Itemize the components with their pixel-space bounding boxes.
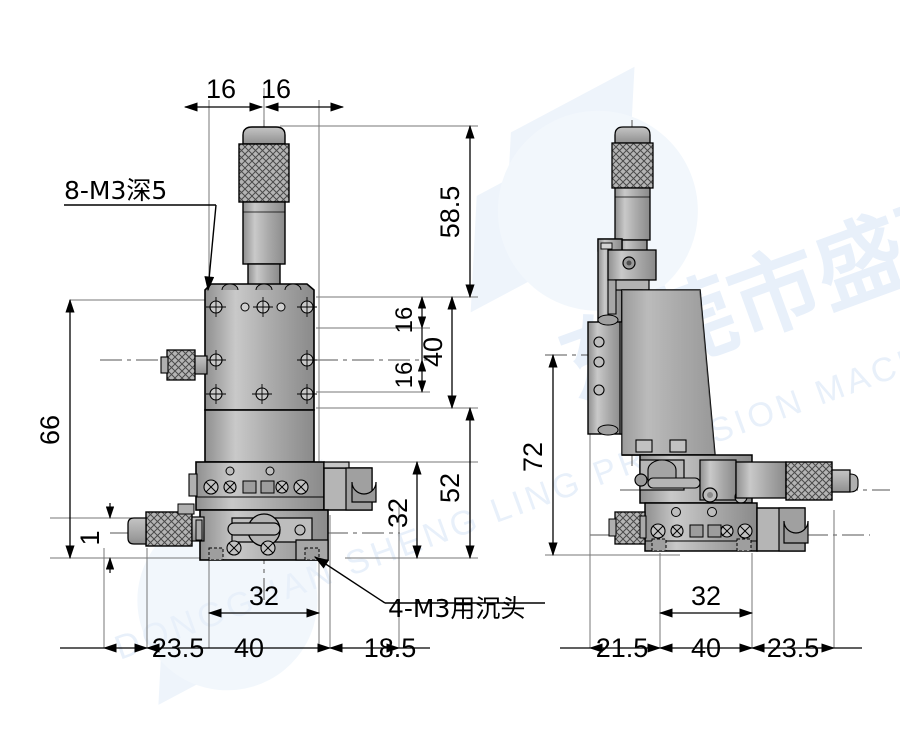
side-angle-bracket [621,289,716,456]
dim-bottom-row: 23.5 40 18.5 [60,633,430,663]
dim-58-5: 58.5 [435,124,475,299]
dim-top-16-16: 16 16 [183,74,345,112]
dim-585-text: 58.5 [435,186,465,239]
dim-16-inner-a: 16 [391,307,418,334]
m3-hole-pattern [206,297,317,404]
dim-66: 66 [35,298,75,560]
front-view: 8-M3深5 4-M3用沉头 16 16 58.5 16 1 [35,74,545,663]
dim-1: 1 [75,503,115,573]
side-view: 72 32 21.5 40 23.5 [518,120,890,663]
left-bottom-micrometer [127,503,205,547]
dim-40-bottom-text: 40 [234,633,264,663]
dim-32-right: 32 [383,460,422,560]
dim-215-text: 21.5 [596,633,649,663]
dim-side-235-text: 23.5 [767,633,820,663]
dim-side-32: 32 [658,581,754,618]
dim-32-right-text: 32 [383,498,413,528]
front-bottom-stage [127,503,329,561]
left-side-knob-upper [160,349,208,381]
leader-text-8m3: 8-M3深5 [64,176,167,205]
dim-185-text: 18.5 [364,633,417,663]
dim-16-16-inner: 16 16 [391,295,427,394]
side-middle-stage [634,454,859,504]
dim-40-right-text: 40 [418,337,448,367]
leader-top-thread: 8-M3深5 [64,176,217,292]
screw-row-upper [196,479,324,498]
dim-235-text: 23.5 [152,633,205,663]
front-upper-plate [204,283,317,417]
dim-16-right: 16 [261,74,291,104]
dim-16-inner-b: 16 [391,362,418,389]
dim-40-right: 40 [418,295,457,410]
dim-side-bottom-row: 21.5 40 23.5 [560,633,862,663]
front-middle-stage [188,461,377,511]
leader-bottom-counterbore: 4-M3用沉头 [313,556,545,623]
dim-52: 52 [435,406,475,560]
front-lower-column [204,409,315,463]
dim-66-text: 66 [35,415,65,445]
dim-1-text: 1 [75,530,105,545]
dim-72: 72 [518,353,558,557]
dim-bottom-32-text: 32 [249,581,279,611]
dim-16-left: 16 [206,74,236,104]
dim-side-40-text: 40 [691,633,721,663]
dim-72-text: 72 [518,442,548,472]
dim-bottom-32: 32 [207,581,321,618]
dim-side-32-text: 32 [691,581,721,611]
side-bottom-stage [608,502,809,552]
leader-text-4m3: 4-M3用沉头 [388,594,525,623]
dim-52-text: 52 [435,473,465,503]
